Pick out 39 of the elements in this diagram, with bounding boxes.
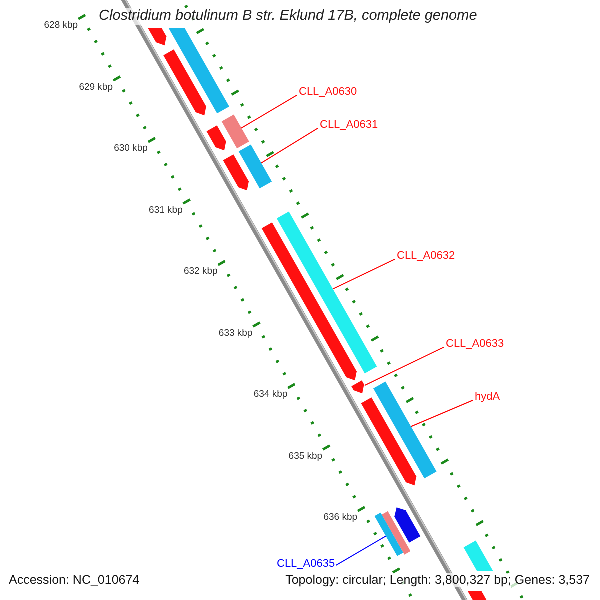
leader-line xyxy=(241,94,298,129)
gene-feature xyxy=(223,154,249,191)
tick-label: 628 kbp xyxy=(44,21,78,32)
gene-feature xyxy=(148,28,167,46)
tick-label: 629 kbp xyxy=(79,82,113,94)
leader-line xyxy=(364,346,444,386)
gene-feature xyxy=(374,512,404,556)
leader-line xyxy=(410,400,474,428)
gene-feature xyxy=(276,212,378,374)
gene-feature xyxy=(222,114,250,149)
gene-label: CLL_A0633 xyxy=(446,338,504,351)
gene-feature xyxy=(394,508,421,543)
tick-label: 630 kbp xyxy=(114,144,148,156)
gene-label: CLL_A0632 xyxy=(397,250,456,263)
gene-feature xyxy=(464,540,494,571)
gene-feature xyxy=(206,126,226,151)
tick-label: 631 kbp xyxy=(149,206,183,217)
gene-feature xyxy=(468,591,487,600)
tick-label: 634 kbp xyxy=(254,390,288,402)
gene-label: hydA xyxy=(475,391,500,404)
gene-feature xyxy=(168,28,230,114)
tick-label: 636 kbp xyxy=(324,513,358,524)
gene-feature xyxy=(262,222,357,381)
leader-line xyxy=(332,258,396,290)
tick-label: 635 kbp xyxy=(288,452,323,463)
gene-label: CLL_A0630 xyxy=(299,86,358,99)
gene-feature xyxy=(382,511,411,555)
gene-feature xyxy=(361,398,417,486)
tick-label: 633 kbp xyxy=(218,328,253,340)
genome-stats-text: Topology: circular; Length: 3,800,327 bp; Genes: 3,537 xyxy=(286,573,590,588)
gene-feature xyxy=(352,380,364,394)
accession-text: Accession: NC_010674 xyxy=(9,573,140,588)
tick-label: 632 kbp xyxy=(184,267,218,278)
gene-label: CLL_A0635 xyxy=(277,558,336,571)
gene-feature xyxy=(164,50,206,116)
gene-label: CLL_A0631 xyxy=(320,119,378,132)
gene-feature xyxy=(238,144,272,189)
leader-line xyxy=(261,128,318,164)
gene-feature xyxy=(374,382,437,479)
